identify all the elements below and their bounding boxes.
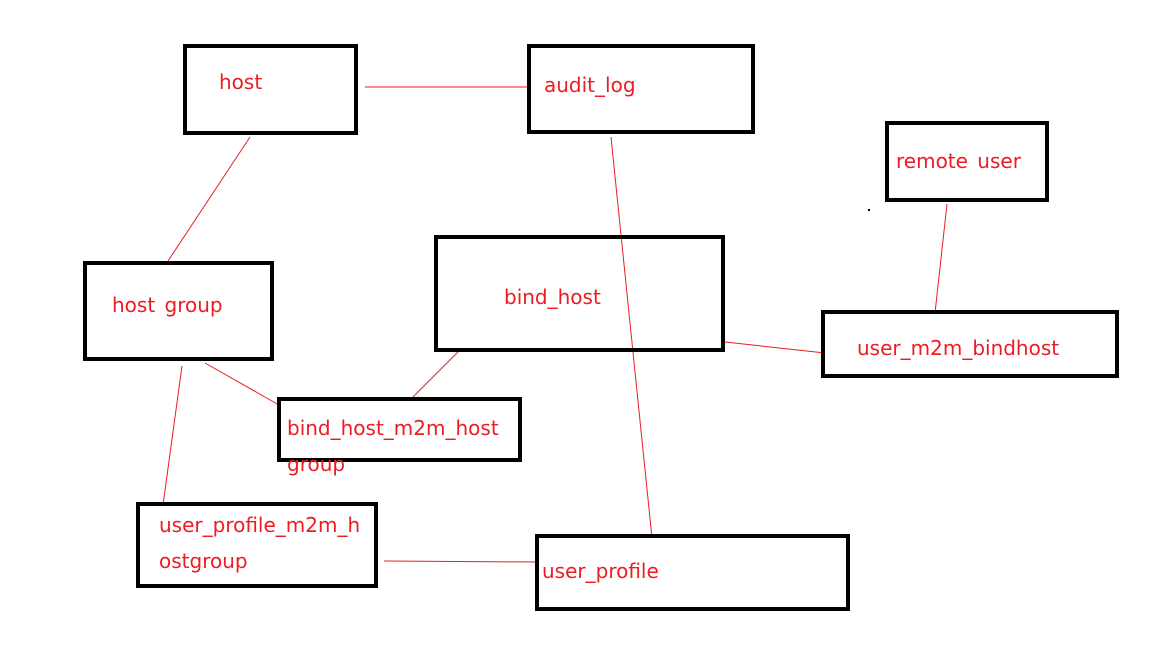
node-label-user-profile-m2m-hostgroup-line2: ostgroup: [159, 549, 248, 573]
node-label-bind-host-m2m-hostgroup-line2: group: [287, 452, 346, 476]
node-host-group: [83, 261, 274, 361]
node-remote-user: [885, 121, 1049, 202]
stray-dot: [868, 209, 870, 211]
edge-host-group-bind-host-m2m-hostgroup: [204, 362, 280, 406]
node-label-user-profile-m2m-hostgroup-line1: user_profile_m2m_h: [159, 513, 361, 537]
edge-audit-log-user-profile: [610, 136, 653, 539]
node-host: [183, 44, 358, 135]
edge-user-profile-m2m-hostgroup-user-profile: [383, 560, 538, 563]
node-audit-log: [527, 44, 755, 134]
node-label-bind-host: bind_host: [504, 285, 601, 309]
node-label-audit-log: audit_log: [544, 73, 636, 97]
edge-remote-user-user-m2m-bindhost: [934, 203, 948, 314]
node-user-profile-m2m-hostgroup: [136, 502, 378, 588]
node-label-user-profile: user_profile: [542, 559, 659, 583]
node-label-host-group: host group: [112, 293, 223, 317]
edge-bind-host-user-m2m-bindhost: [724, 341, 826, 354]
edge-host-host-group: [167, 136, 251, 262]
node-label-bind-host-m2m-hostgroup-line1: bind_host_m2m_host: [287, 416, 499, 440]
node-bind-host: [434, 235, 725, 352]
node-label-remote-user: remote user: [896, 149, 1021, 173]
node-user-profile: [535, 534, 850, 611]
node-label-user-m2m-bindhost: user_m2m_bindhost: [857, 336, 1060, 360]
edge-bind-host-bind-host-m2m-hostgroup: [412, 351, 459, 398]
node-label-host: host: [219, 70, 263, 94]
edge-host-group-user-profile-m2m-hostgroup: [162, 365, 183, 506]
node-user-m2m-bindhost: [821, 310, 1119, 378]
node-bind-host-m2m-hostgroup: [277, 397, 522, 462]
